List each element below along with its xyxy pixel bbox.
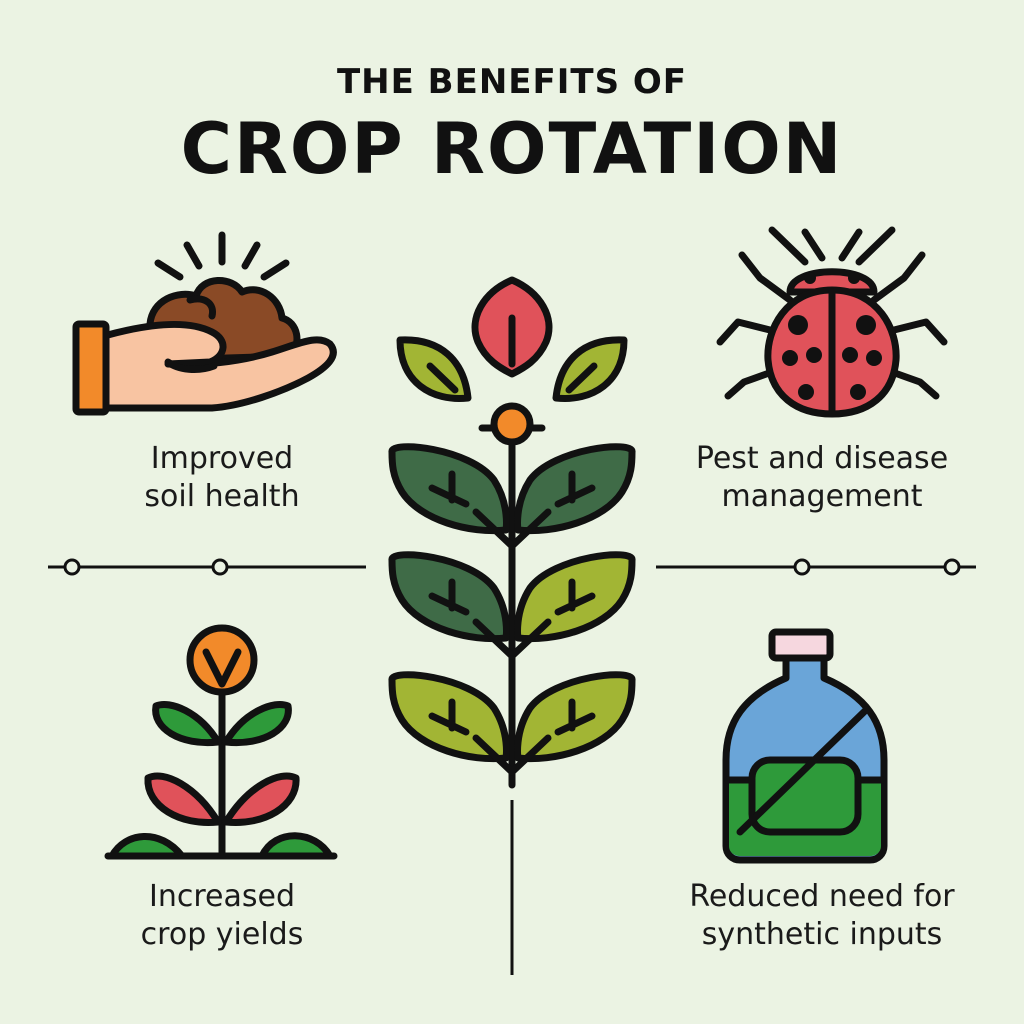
hand-finger-line xyxy=(164,358,218,373)
title-line-1: THE BENEFITS OF xyxy=(336,62,688,102)
bottle-cap xyxy=(768,628,834,662)
benefit-pest-line1: Pest and disease xyxy=(695,441,949,476)
left-leaf-2-vein xyxy=(428,578,470,616)
left-leaf-3-vein xyxy=(428,698,470,736)
ladybug-legs xyxy=(716,251,948,400)
right-leaf-2-vein xyxy=(554,578,596,616)
plant-flower xyxy=(186,624,258,696)
rotation-plant-icon xyxy=(388,276,636,789)
growing-plant-icon xyxy=(104,624,338,860)
top-right-leaf-vein xyxy=(565,362,598,394)
benefit-inputs-line1: Reduced need for xyxy=(689,879,955,914)
plant-leaf-bottom-right xyxy=(222,772,300,827)
center-orange-flower xyxy=(490,402,534,446)
right-leaf-3-vein xyxy=(554,698,596,736)
plant-leaf-top-left xyxy=(152,701,222,747)
plant-flower-bud xyxy=(202,648,242,688)
benefit-inputs-caption: Reduced need for synthetic inputs xyxy=(652,878,992,954)
bottle-label xyxy=(748,756,862,836)
sun-rays xyxy=(154,231,290,281)
benefit-pest-caption: Pest and disease management xyxy=(652,440,992,516)
top-left-leaf-vein xyxy=(426,362,459,394)
strike-through xyxy=(736,706,870,836)
benefit-soil-line1: Improved xyxy=(150,441,294,476)
hand-holding-soil-icon xyxy=(72,231,337,416)
hand-palm xyxy=(100,320,337,412)
right-leaf-1-vein xyxy=(554,470,596,508)
right-divider xyxy=(656,558,976,576)
hand-cuff xyxy=(72,320,110,416)
left-divider xyxy=(48,558,366,576)
ladybug-antennae xyxy=(768,226,896,266)
crossed-out-bottle-icon xyxy=(722,628,888,864)
ladybug-icon xyxy=(716,226,948,418)
stem-branches xyxy=(472,508,552,776)
ladybug-spots xyxy=(782,272,882,400)
benefit-pest-line2: management xyxy=(721,479,923,514)
plant-leaf-bottom-left xyxy=(144,772,222,827)
benefit-yields-caption: Increased crop yields xyxy=(72,878,372,954)
soil-crumb xyxy=(186,295,217,320)
benefit-yields-line2: crop yields xyxy=(140,917,304,952)
benefit-yields-line1: Increased xyxy=(148,879,295,914)
title-line-2: CROP ROTATION xyxy=(180,108,844,190)
benefit-soil-line2: soil health xyxy=(144,479,300,514)
plant-leaf-top-right xyxy=(222,701,292,747)
left-leaf-1-vein xyxy=(428,470,470,508)
benefit-soil-health-caption: Improved soil health xyxy=(72,440,372,516)
benefit-inputs-line2: synthetic inputs xyxy=(701,917,943,952)
